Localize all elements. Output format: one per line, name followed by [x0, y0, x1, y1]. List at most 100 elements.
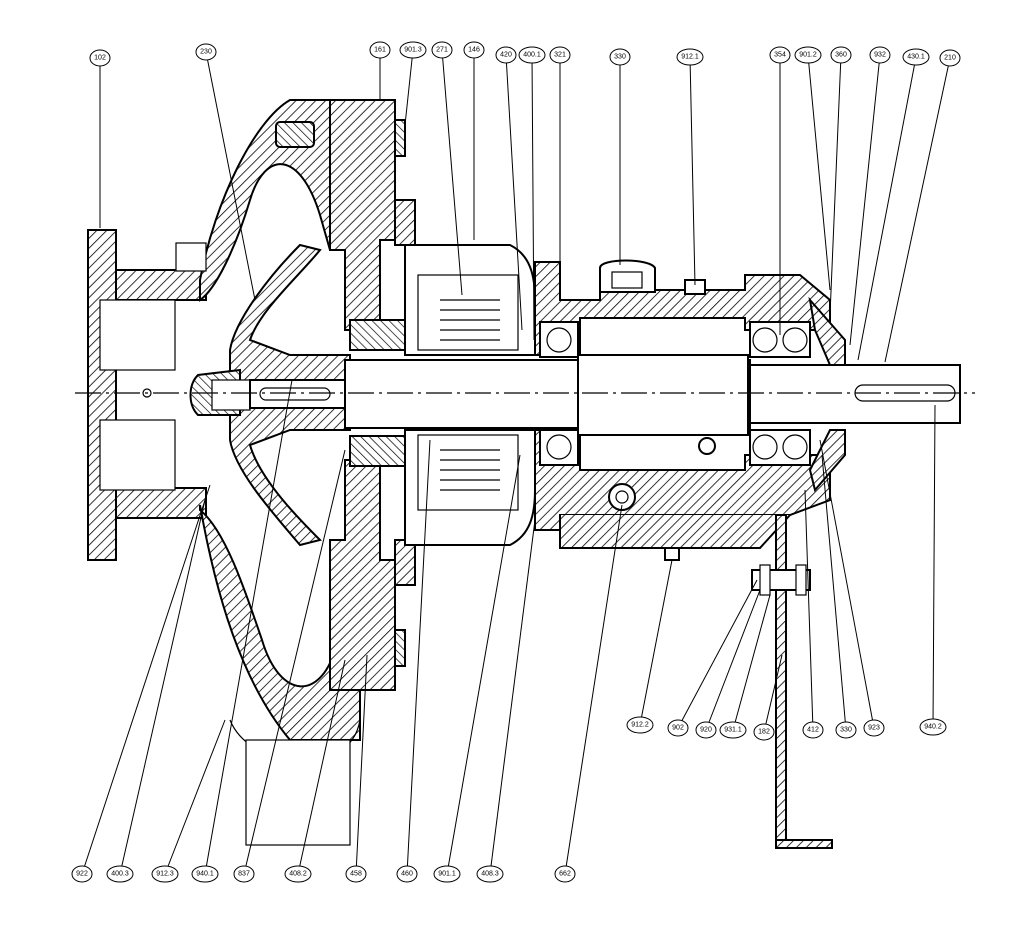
part-label-l-430-1: 430.1 — [902, 48, 930, 66]
label-text: 420 — [500, 52, 512, 59]
leader-line-l-940-2 — [932, 404, 936, 728]
label-bubble — [284, 865, 312, 883]
label-text: 408.3 — [481, 871, 499, 878]
label-bubble — [518, 46, 546, 64]
label-text: 210 — [944, 55, 956, 62]
part-label-l-271: 271 — [431, 41, 453, 59]
casing-cover — [329, 99, 406, 691]
label-text: 360 — [835, 52, 847, 59]
leader-line-l-901-1 — [446, 454, 521, 875]
label-text: 330 — [614, 54, 626, 61]
leader-line-l-182 — [763, 654, 783, 733]
label-text: 931.1 — [724, 727, 742, 734]
part-label-l-182: 182 — [753, 723, 775, 741]
leader-line-l-360 — [829, 54, 842, 316]
label-bubble — [369, 41, 391, 59]
label-text: 940.2 — [924, 724, 942, 731]
label-bubble — [719, 721, 747, 739]
label-text: 400.3 — [111, 871, 129, 878]
label-text: 837 — [238, 871, 250, 878]
label-text: 923 — [868, 725, 880, 732]
leader-line-l-400-1 — [531, 54, 535, 341]
label-text: 102 — [94, 55, 106, 62]
seal-housing — [349, 199, 536, 586]
support-foot — [751, 514, 833, 849]
label-text: 922 — [76, 871, 88, 878]
label-text: 182 — [758, 729, 770, 736]
part-label-l-940-1: 940.1 — [191, 865, 219, 883]
label-text: 146 — [468, 47, 480, 54]
part-label-l-146: 146 — [463, 41, 485, 59]
label-bubble — [902, 48, 930, 66]
label-text: 901.2 — [799, 52, 817, 59]
leader-line-l-920 — [705, 589, 761, 731]
part-label-l-912-1: 912.1 — [676, 48, 704, 66]
part-label-l-912-2: 912.2 — [626, 716, 654, 734]
label-bubble — [433, 865, 461, 883]
leader-line-l-420 — [505, 54, 523, 331]
part-label-l-837: 837 — [233, 865, 255, 883]
label-bubble — [769, 46, 791, 64]
label-text: 932 — [874, 52, 886, 59]
label-text: 901.1 — [438, 871, 456, 878]
label-text: 912.2 — [631, 722, 649, 729]
label-text: 458 — [350, 871, 362, 878]
leader-line-l-230 — [205, 51, 256, 301]
part-label-l-360: 360 — [830, 46, 852, 64]
spring-coils — [440, 299, 500, 491]
leader-line-l-662 — [564, 504, 623, 875]
label-text: 354 — [774, 52, 786, 59]
label-bubble — [794, 46, 822, 64]
part-label-l-412: 412 — [802, 721, 824, 739]
part-label-l-400-1: 400.1 — [518, 46, 546, 64]
part-label-l-940-2: 940.2 — [919, 718, 947, 736]
label-bubble — [106, 865, 134, 883]
part-label-l-901-1: 901.1 — [433, 865, 461, 883]
label-text: 230 — [200, 49, 212, 56]
leader-line-l-901-3 — [404, 49, 414, 126]
label-bubble — [195, 43, 217, 61]
leader-line-l-458 — [355, 654, 368, 875]
leader-line-l-912-2 — [639, 559, 673, 726]
leader-line-l-408-2 — [297, 659, 346, 875]
label-text: 430.1 — [907, 54, 925, 61]
label-bubble — [554, 865, 576, 883]
part-label-l-460: 460 — [396, 865, 418, 883]
label-bubble — [626, 716, 654, 734]
label-text: 408.2 — [289, 871, 307, 878]
label-text: 400.1 — [523, 52, 541, 59]
label-bubble — [345, 865, 367, 883]
part-label-l-230: 230 — [195, 43, 217, 61]
label-bubble — [495, 46, 517, 64]
label-text: 412 — [807, 727, 819, 734]
part-label-l-420: 420 — [495, 46, 517, 64]
leader-line-l-912-3 — [164, 719, 226, 875]
part-label-l-400-3: 400.3 — [106, 865, 134, 883]
suction-flange — [87, 229, 207, 561]
label-bubble — [939, 49, 961, 67]
label-bubble — [89, 49, 111, 67]
label-text: 912.1 — [681, 54, 699, 61]
part-label-l-161: 161 — [369, 41, 391, 59]
part-label-l-902: 902 — [667, 719, 689, 737]
label-bubble — [695, 721, 717, 739]
leader-lines — [81, 49, 951, 875]
label-text: 912.3 — [156, 871, 174, 878]
part-label-l-931-1: 931.1 — [719, 721, 747, 739]
leader-line-l-940-1 — [204, 379, 293, 875]
leader-line-l-932 — [849, 54, 881, 346]
part-label-l-330: 330 — [609, 48, 631, 66]
leader-line-l-460 — [406, 439, 431, 875]
label-bubble — [476, 865, 504, 883]
label-text: 901.3 — [404, 47, 422, 54]
label-bubble — [233, 865, 255, 883]
label-bubble — [835, 721, 857, 739]
label-bubble — [919, 718, 947, 736]
leader-line-l-400-3 — [119, 499, 206, 875]
shaft — [249, 354, 961, 436]
bearing-inboard — [539, 321, 579, 466]
label-bubble — [609, 48, 631, 66]
label-bubble — [463, 41, 485, 59]
